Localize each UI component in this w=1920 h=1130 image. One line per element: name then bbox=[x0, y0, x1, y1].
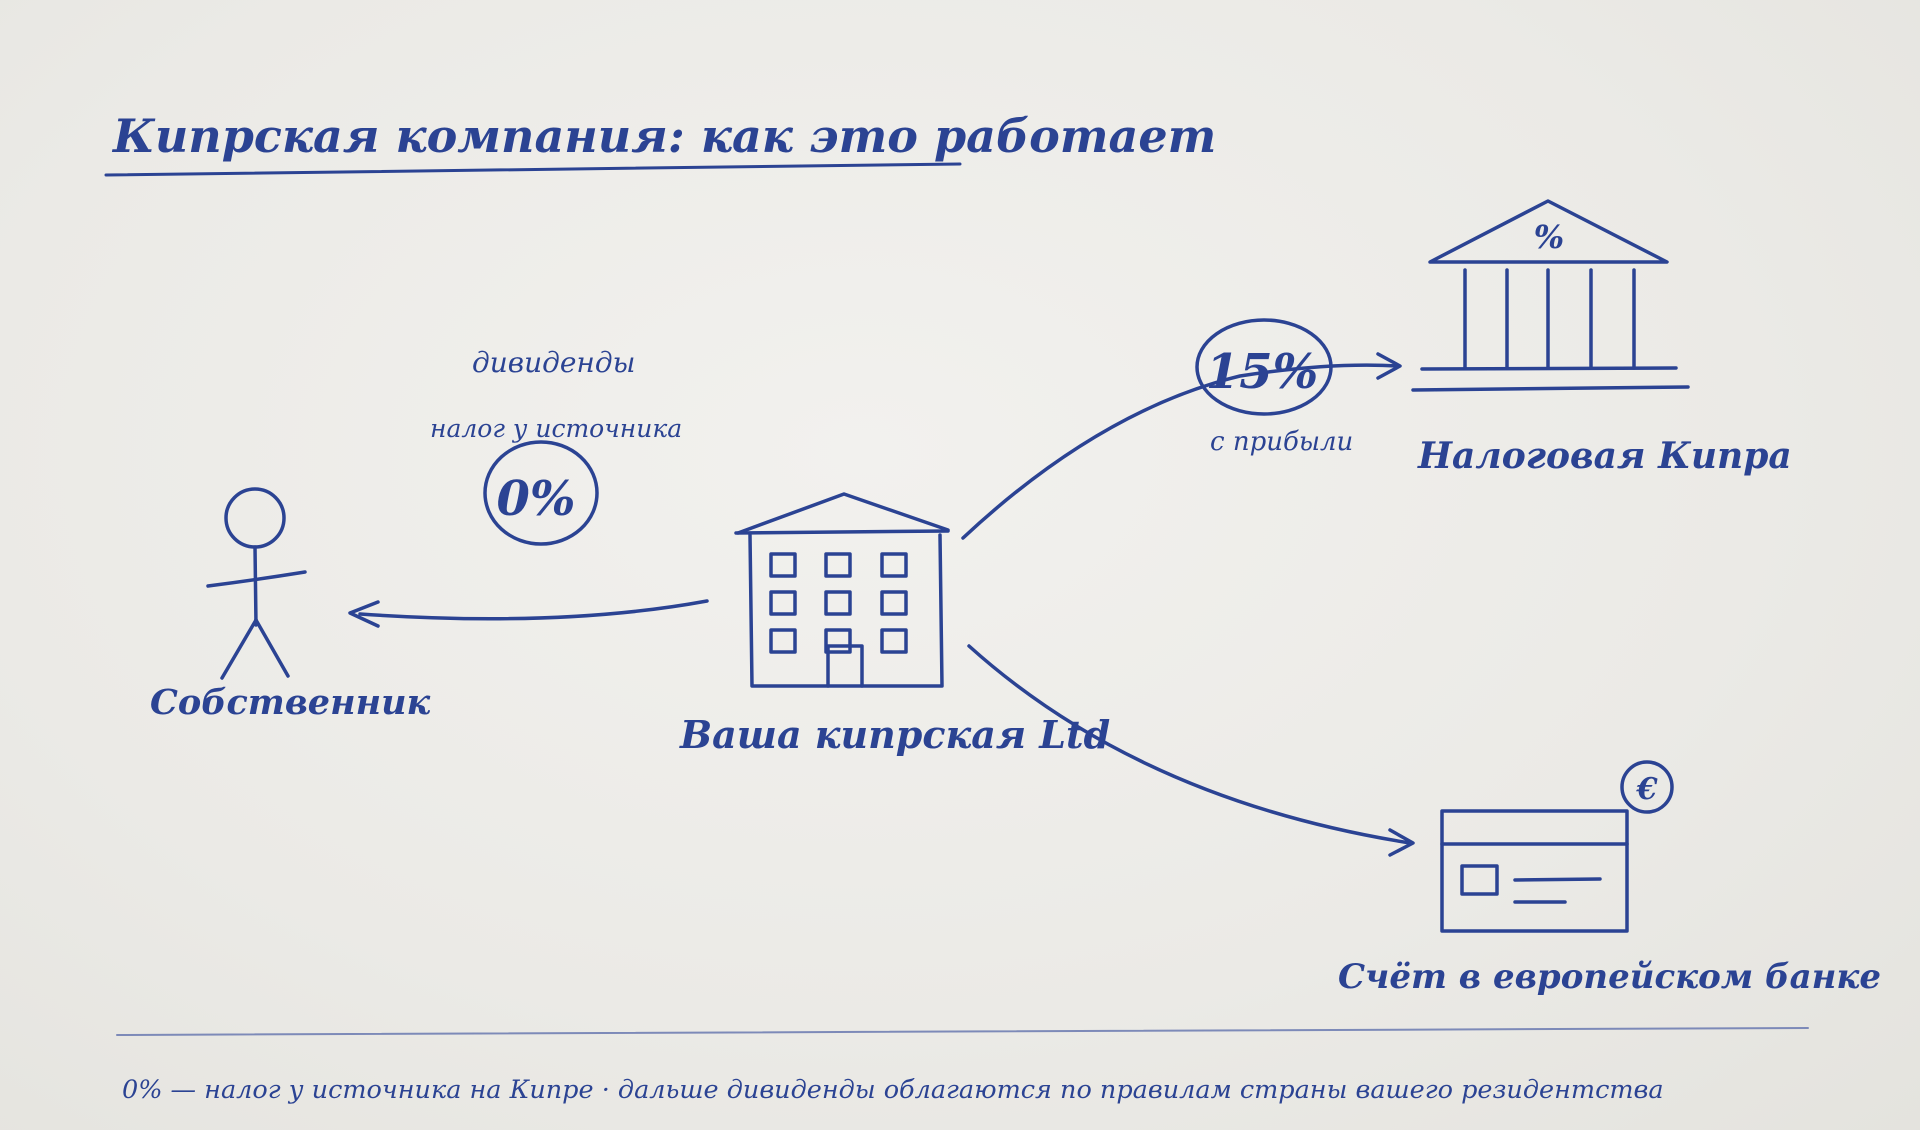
tax-office-label: Налоговая Кипра bbox=[1417, 435, 1792, 477]
profit-tax-sublabel: с прибыли bbox=[1210, 427, 1353, 457]
dividend-rate: 0% bbox=[496, 471, 575, 527]
tax-office-symbol: % bbox=[1534, 218, 1564, 256]
company-label: Ваша кипрская Ltd bbox=[679, 712, 1110, 757]
dividends-arrowhead bbox=[348, 600, 380, 628]
owner-label: Собственник bbox=[150, 682, 431, 723]
footnote: 0% — налог у источника на Кипре · дальше… bbox=[122, 1075, 1664, 1105]
profit-tax-arrow bbox=[961, 363, 1400, 540]
dividends-label: дивиденды bbox=[472, 346, 635, 379]
withholding-tax-label: налог у источника bbox=[430, 414, 682, 443]
dividend-rate-circle bbox=[483, 440, 599, 546]
profit-tax-rate: 15% bbox=[1206, 344, 1318, 400]
bank-account-label: Счёт в европейском банке bbox=[1338, 957, 1881, 997]
profit-tax-circle bbox=[1195, 318, 1333, 416]
owner-figure-icon bbox=[206, 487, 307, 680]
title-underline bbox=[104, 162, 962, 177]
bank-arrowhead bbox=[1388, 828, 1415, 857]
tax-office-icon bbox=[1411, 199, 1690, 392]
bank-arrow bbox=[967, 644, 1412, 845]
company-building-icon bbox=[734, 492, 950, 688]
bank-card-icon bbox=[1440, 809, 1629, 933]
page-title: Кипрская компания: как это работает bbox=[111, 109, 1216, 163]
footer-divider bbox=[116, 1027, 1809, 1036]
profit-tax-arrowhead bbox=[1376, 352, 1402, 380]
euro-badge-circle bbox=[1620, 760, 1674, 814]
dividends-arrow bbox=[358, 599, 709, 621]
euro-icon: € bbox=[1636, 772, 1658, 807]
